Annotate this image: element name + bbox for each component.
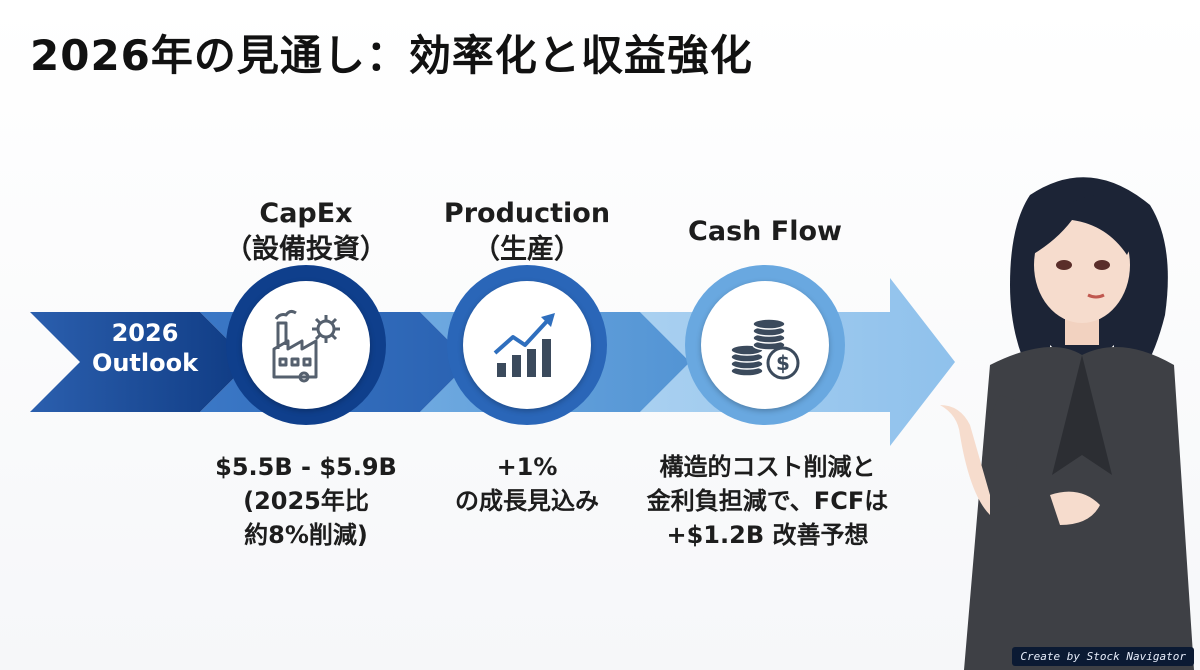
arrow-segment-1 [30, 312, 250, 412]
step-desc-line: +$1.2B 改善予想 [666, 521, 869, 549]
step-title-line: Production [443, 198, 611, 229]
step-desc-capex: $5.5B - $5.9B (2025年比 約8%削減) [196, 450, 416, 552]
capex-icon-circle [242, 281, 370, 409]
step-desc-line: 約8%削減) [244, 521, 368, 549]
step-desc-line: $5.5B - $5.9B [215, 453, 397, 481]
step-desc-line: +1% [496, 453, 558, 481]
svg-text:$: $ [776, 351, 790, 375]
step-desc-cashflow: 構造的コスト削減と 金利負担減で、FCFは +$1.2B 改善予想 [640, 450, 895, 552]
coins-dollar-icon: $ [730, 318, 800, 380]
step-desc-line: 構造的コスト削減と [659, 453, 876, 481]
step-title-line: （設備投資） [225, 234, 387, 265]
production-icon-circle [463, 281, 591, 409]
step-title-production: Production （生産） [417, 196, 637, 268]
step-title-line: CapEx [259, 198, 353, 229]
growth-chart-icon [493, 313, 555, 377]
step-desc-production: +1% の成長見込み [432, 450, 622, 518]
step-title-line: （生産） [473, 234, 581, 265]
step-title-line: Cash Flow [688, 216, 842, 247]
watermark: Create by Stock Navigator [1012, 647, 1194, 666]
factory-gear-icon [272, 309, 340, 383]
step-desc-line: (2025年比 [243, 487, 369, 515]
step-desc-line: 金利負担減で、FCFは [646, 487, 889, 515]
outlook-word: Outlook [91, 349, 199, 377]
cashflow-icon-circle: $ [701, 281, 829, 409]
step-title-cashflow: Cash Flow [655, 214, 875, 250]
outlook-label: 2026 Outlook [60, 318, 230, 378]
step-title-capex: CapEx （設備投資） [206, 196, 406, 268]
presenter-illustration [940, 177, 1194, 670]
outlook-year: 2026 [111, 319, 179, 347]
page-title: 2026年の見通し：効率化と収益強化 [30, 31, 753, 80]
step-desc-line: の成長見込み [455, 487, 599, 515]
